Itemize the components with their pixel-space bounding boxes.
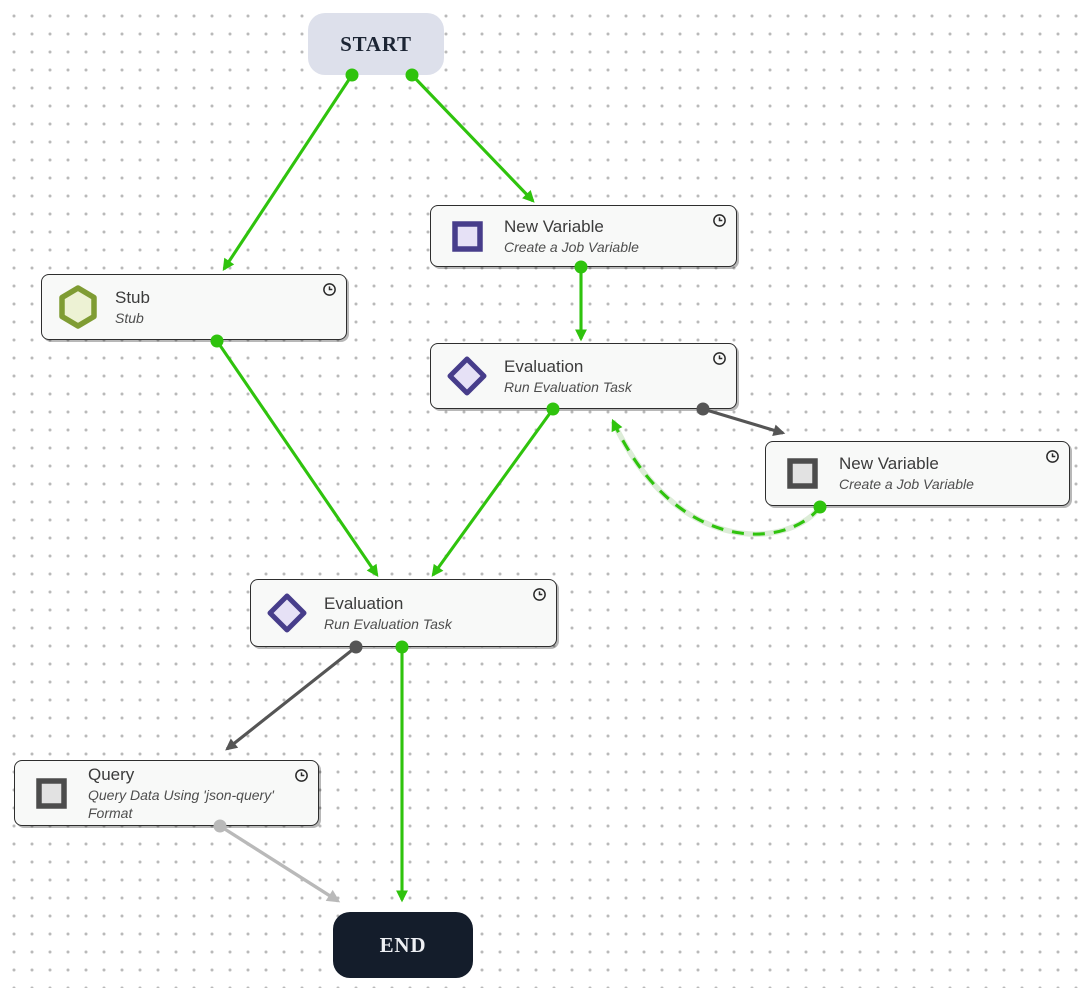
node-subtitle: Create a Job Variable [504,238,639,255]
edge-evaluation-1-to-new-variable-2[interactable] [702,407,786,436]
node-title: Evaluation [324,593,404,613]
edge-stub-to-evaluation-2[interactable] [215,340,379,577]
node-subtitle: Stub [115,309,144,326]
node-title: Query [88,764,135,784]
diamond-evaluation-icon [265,592,309,634]
edge-start-to-new-variable-1[interactable] [410,73,535,203]
node-title: New Variable [839,454,939,474]
edge-evaluation-2-to-query[interactable] [225,645,357,751]
edge-evaluation-1-to-evaluation-2[interactable] [431,408,555,577]
square-query-icon [29,777,73,810]
node-title: New Variable [504,216,604,236]
node-subtitle: Query Data Using 'json-query' Format [88,787,274,821]
clock-icon [1046,450,1059,463]
clock-icon [713,214,726,227]
node-evaluation-1[interactable]: Evaluation Run Evaluation Task [430,343,737,409]
node-new-variable-1[interactable]: New Variable Create a Job Variable [430,205,737,267]
clock-icon [323,283,336,296]
square-variable-icon [445,220,489,253]
edge-query-to-end[interactable] [219,824,341,903]
node-subtitle: Create a Job Variable [839,476,974,493]
node-query[interactable]: Query Query Data Using 'json-query' Form… [14,760,319,826]
clock-icon [295,769,308,782]
node-new-variable-2[interactable]: New Variable Create a Job Variable [765,441,1070,506]
edge-start-to-stub[interactable] [222,74,354,271]
clock-icon [713,352,726,365]
diamond-evaluation-icon [445,355,489,397]
square-variable-icon [780,457,824,490]
node-title: Stub [115,287,150,307]
hexagon-stub-icon [56,285,100,329]
node-title: Evaluation [504,356,584,376]
end-node[interactable]: END [333,912,473,978]
end-label: END [379,932,427,957]
node-subtitle: Run Evaluation Task [324,615,452,632]
start-label: START [340,31,412,56]
node-evaluation-2[interactable]: Evaluation Run Evaluation Task [250,579,557,647]
clock-icon [533,588,546,601]
node-subtitle: Run Evaluation Task [504,378,632,395]
node-stub[interactable]: Stub Stub [41,274,347,340]
start-node[interactable]: START [308,13,444,75]
